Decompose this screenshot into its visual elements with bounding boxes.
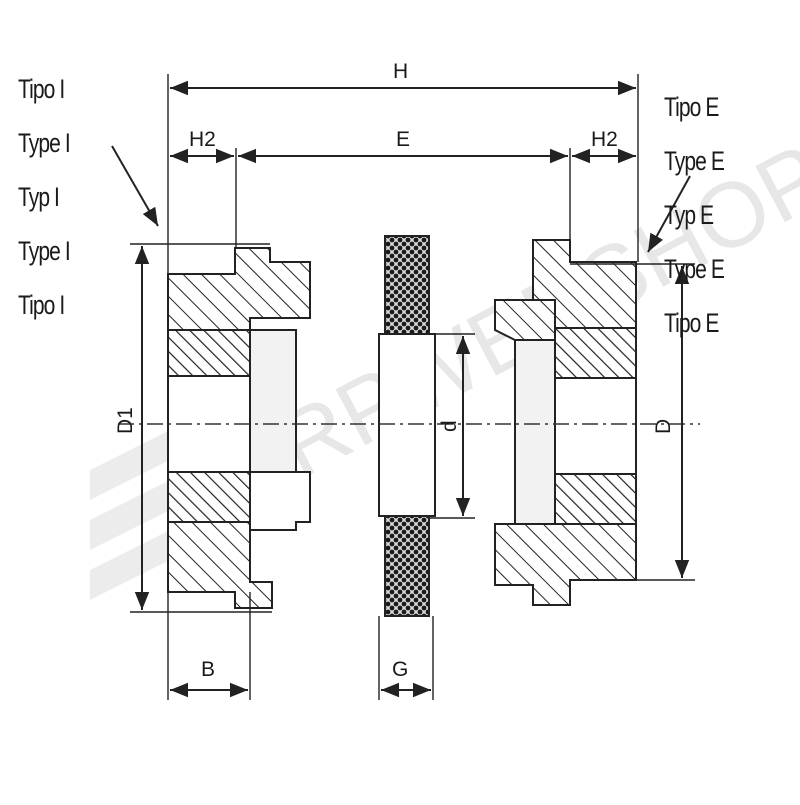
type-label: Type E (664, 146, 725, 176)
dim-label-h2-left: H2 (189, 128, 216, 151)
type-e-pointer-arrow (647, 175, 691, 253)
spider-insert (378, 235, 436, 617)
right-hub-type-e (494, 239, 637, 606)
type-label: Typ I (18, 182, 60, 212)
type-label: Typ E (664, 200, 714, 230)
dim-label-d: d (438, 420, 461, 432)
dim-label-h2-right: H2 (591, 128, 618, 151)
dim-label-e: E (396, 128, 410, 151)
type-label: Tipo I (18, 290, 65, 320)
type-i-pointer-arrow (111, 145, 159, 227)
type-label: Tipo E (664, 92, 719, 122)
type-label: Type E (664, 254, 725, 284)
type-i-labels: Tipo I Type I Typ I Type I Tipo I (18, 62, 71, 332)
dim-label-D: D (652, 419, 675, 434)
extension-lines (130, 74, 695, 700)
dim-label-d1: D1 (114, 407, 137, 434)
dim-label-g: G (392, 658, 408, 681)
dimension-lines (134, 80, 690, 698)
type-e-labels: Tipo E Type E Typ E Type E Tipo E (664, 80, 725, 350)
type-label: Tipo E (664, 308, 719, 338)
type-label: Tipo I (18, 74, 65, 104)
type-label: Type I (18, 128, 71, 158)
dim-label-h: H (393, 60, 408, 83)
type-label: Type I (18, 236, 71, 266)
left-hub-type-i (167, 247, 311, 609)
dim-label-b: B (201, 658, 215, 681)
